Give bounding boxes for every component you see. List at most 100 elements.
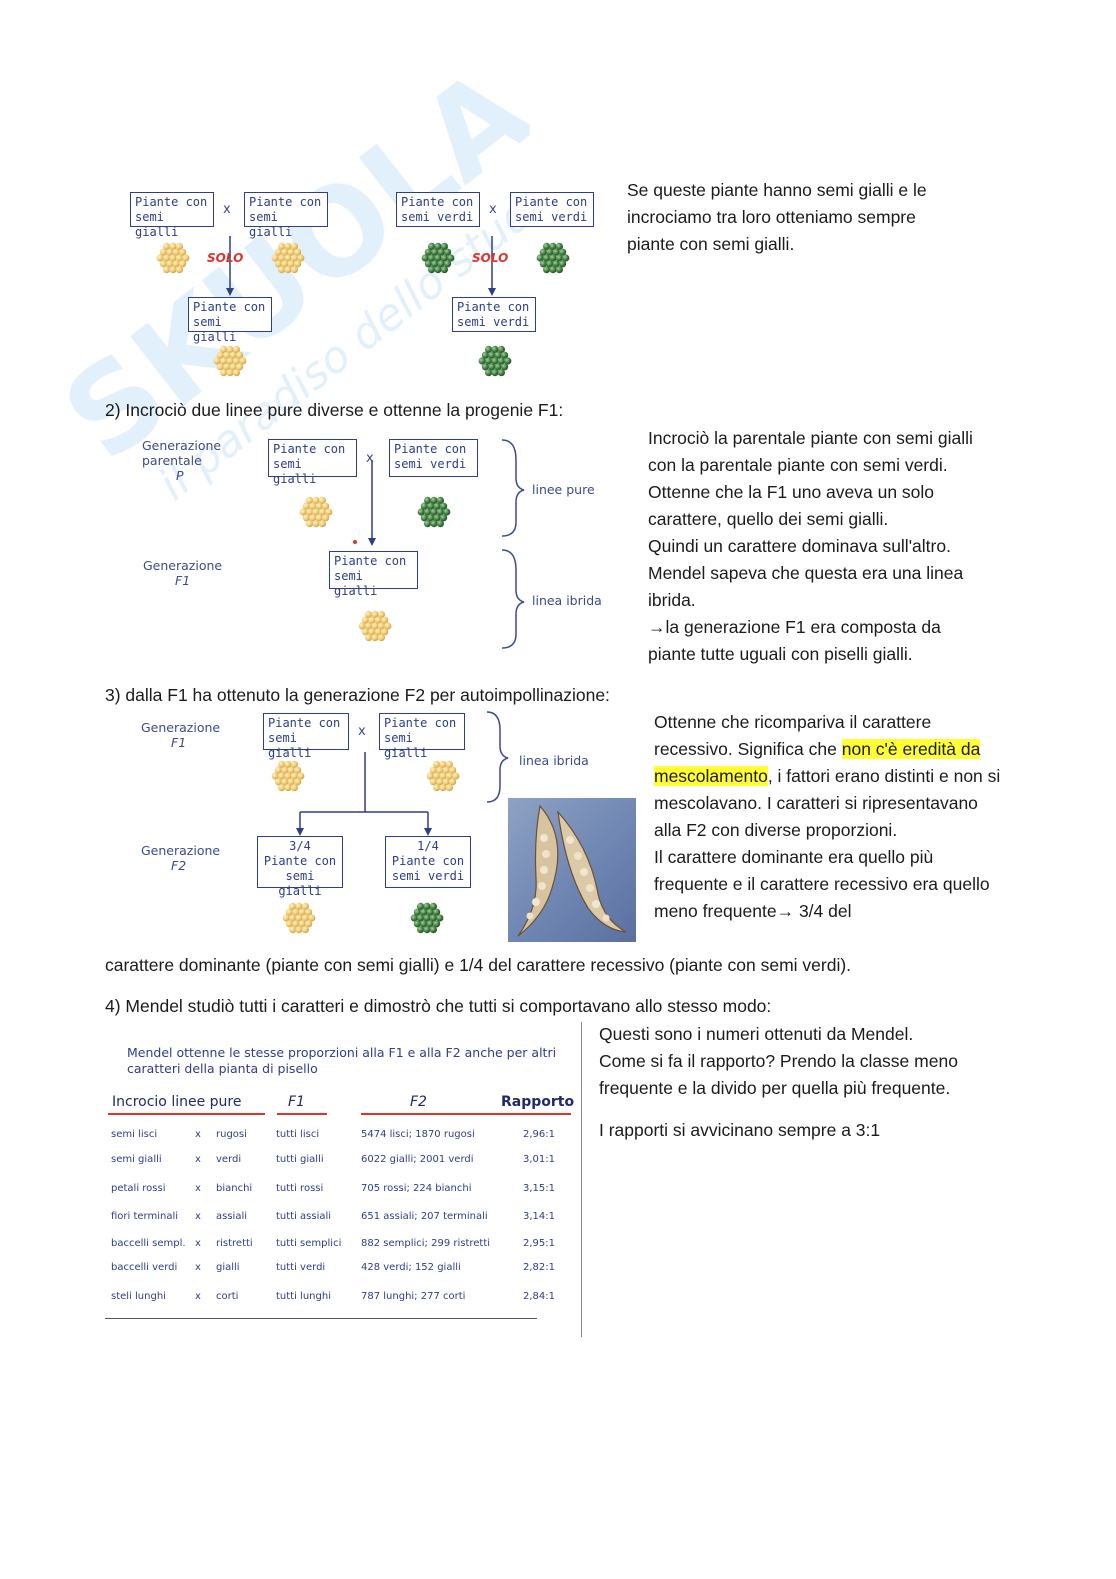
pea — [319, 520, 326, 527]
pea — [485, 369, 492, 376]
pea — [302, 926, 309, 933]
pea — [220, 369, 227, 376]
diagram-box: 3/4 Piante con semi gialli — [257, 836, 343, 888]
cross-symbol: x — [489, 202, 497, 217]
pea — [417, 926, 424, 933]
cross-symbol: x — [223, 202, 231, 217]
table-cell: 6022 gialli; 2001 verdi — [361, 1154, 474, 1165]
diagram-box: Piante con semi verdi — [396, 192, 480, 227]
pea — [226, 369, 233, 376]
table-bottom-rule — [105, 1318, 537, 1319]
pea — [289, 926, 296, 933]
table-caption: Mendel ottenne le stesse proporzioni all… — [127, 1045, 556, 1077]
section3-diagram-graphics — [250, 706, 510, 946]
table-cell: steli lunghi — [111, 1291, 166, 1302]
header-underline — [108, 1113, 265, 1115]
table-cell: tutti rossi — [276, 1183, 323, 1194]
pea-cluster-image — [272, 761, 305, 791]
pea — [430, 520, 437, 527]
pea — [176, 266, 183, 273]
col-header-f1: F1 — [288, 1094, 305, 1110]
divider — [581, 1022, 582, 1337]
header-underline — [277, 1113, 327, 1115]
diagram-box: Piante con semi gialli — [130, 192, 214, 227]
table-cell: semi gialli — [111, 1154, 162, 1165]
pea-cluster-image — [157, 243, 190, 273]
pea — [365, 634, 372, 641]
col-header-f2: F2 — [410, 1094, 427, 1110]
table-cell: tutti assiali — [276, 1211, 331, 1222]
pea-cluster-image — [418, 497, 451, 527]
table-cell: x — [195, 1238, 201, 1249]
diagram-box: Piante con semi gialli — [329, 551, 418, 589]
table-cell: 651 assiali; 207 terminali — [361, 1211, 488, 1222]
table-cell: tutti gialli — [276, 1154, 324, 1165]
table-cell: baccelli verdi — [111, 1262, 177, 1273]
table-cell: 2,84:1 — [523, 1291, 555, 1302]
pea — [498, 369, 505, 376]
pea-cluster-image — [479, 346, 512, 376]
table-cell: x — [195, 1154, 201, 1165]
diagram-box: Piante con semi verdi — [452, 297, 536, 332]
pea-pod-photo — [508, 798, 636, 942]
pea-cluster-image — [411, 903, 444, 933]
pea — [439, 784, 446, 791]
table-cell: 787 lunghi; 277 corti — [361, 1291, 465, 1302]
pea — [441, 266, 448, 273]
gen-f2-label: Generazione F2 — [141, 843, 220, 873]
pea — [371, 634, 378, 641]
col-header-rapporto: Rapporto — [501, 1094, 574, 1110]
pea-cluster-image — [283, 903, 316, 933]
section3-full-line: carattere dominante (piante con semi gia… — [105, 952, 1065, 979]
table-cell: 882 semplici; 299 ristretti — [361, 1238, 490, 1249]
diagram-box: Piante con semi gialli — [244, 192, 328, 227]
pea — [433, 784, 440, 791]
table-cell: 5474 lisci; 1870 rugosi — [361, 1129, 475, 1140]
solo-label: SOLO — [472, 251, 508, 265]
pea — [549, 266, 556, 273]
table-cell: fiori terminali — [111, 1211, 178, 1222]
pea-cluster-image — [359, 611, 392, 641]
pea-cluster-image — [422, 243, 455, 273]
table-cell: tutti lunghi — [276, 1291, 331, 1302]
table-cell: x — [195, 1262, 201, 1273]
gen-f1-label: Generazione F1 — [143, 558, 222, 588]
table-cell: ristretti — [216, 1238, 253, 1249]
table-cell: semi lisci — [111, 1129, 157, 1140]
table-cell: x — [195, 1291, 201, 1302]
pea — [423, 926, 430, 933]
pea — [284, 266, 291, 273]
pea-cluster-image — [214, 346, 247, 376]
pea — [291, 266, 298, 273]
pea — [278, 784, 285, 791]
pea — [430, 926, 437, 933]
pea — [306, 520, 313, 527]
pea — [428, 266, 435, 273]
pea — [295, 926, 302, 933]
section1-text: Se queste piante hanno semi gialli e le … — [627, 177, 967, 258]
section4-heading: 4) Mendel studiò tutti i caratteri e dim… — [105, 996, 771, 1017]
pea — [169, 266, 176, 273]
table-cell: rugosi — [216, 1129, 247, 1140]
pea-pod-image — [508, 798, 636, 942]
table-cell: 2,95:1 — [523, 1238, 555, 1249]
pea — [378, 634, 385, 641]
table-cell: assiali — [216, 1211, 247, 1222]
linee-pure-label: linee pure — [532, 482, 595, 497]
pea — [163, 266, 170, 273]
table-cell: 3,14:1 — [523, 1211, 555, 1222]
pea — [278, 266, 285, 273]
table-cell: gialli — [216, 1262, 240, 1273]
table-cell: tutti semplici — [276, 1238, 341, 1249]
pea-cluster-image — [300, 497, 333, 527]
table-cell: x — [195, 1183, 201, 1194]
pea — [284, 784, 291, 791]
pea — [446, 784, 453, 791]
pea — [291, 784, 298, 791]
pea — [491, 369, 498, 376]
table-cell: tutti verdi — [276, 1262, 325, 1273]
diagram-box: Piante con semi verdi — [510, 192, 594, 227]
pea — [556, 266, 563, 273]
table-cell: 3,01:1 — [523, 1154, 555, 1165]
gen-f1-label: Generazione F1 — [141, 720, 220, 750]
